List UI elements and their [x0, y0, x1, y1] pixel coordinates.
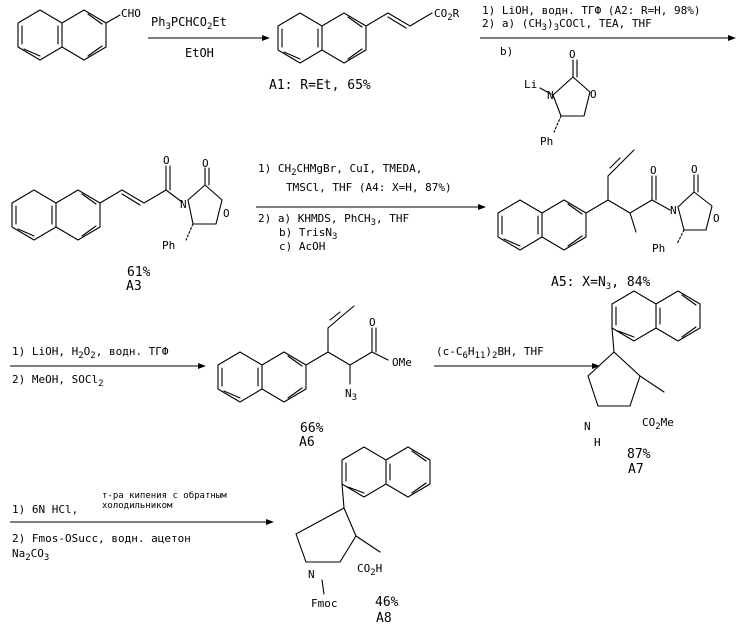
step3-line5: c) AcOH: [279, 240, 325, 253]
a3-label: A3: [126, 279, 142, 294]
a8-label: A8: [376, 611, 392, 626]
step6-condition2: холодильником: [102, 501, 173, 511]
a6-yield: 66%: [300, 421, 324, 436]
a5-n-label: N: [670, 204, 677, 217]
a8-fmoc: Fmoc: [311, 597, 338, 610]
step3-line1: 1) CH2CHMgBr, CuI, TMEDA,: [258, 162, 422, 178]
cho-label: CHO: [121, 7, 141, 20]
a6-carbonyl-o: O: [369, 316, 376, 329]
step5-arrow: [434, 363, 600, 369]
li-oxazolidinone-structure: O Li N O Ph: [524, 48, 597, 148]
a5-ring-o: O: [713, 212, 720, 225]
a7-n-label: N: [584, 420, 591, 433]
a3-ring-o: O: [223, 207, 230, 220]
step6-line1: 1) 6N HCl,: [12, 503, 78, 516]
a5-carbonyl-o: O: [650, 164, 657, 177]
a3-n-label: N: [180, 198, 187, 211]
step3-line2: TMSCl, THF (A4: X=H, 87%): [286, 181, 452, 194]
step4-line2: 2) MeOH, SOCl2: [12, 373, 104, 389]
li-label: Li: [524, 78, 537, 91]
co2r-label: CO2R: [434, 7, 460, 23]
a6-structure: O OMe N3: [218, 306, 412, 403]
oxo-o-label: O: [569, 48, 576, 61]
a8-co2h: CO2H: [357, 562, 382, 578]
a5-ring-carbonyl-o: O: [691, 163, 698, 176]
step6-line2: 2) Fmos-OSucc, водн. ацетон: [12, 532, 191, 545]
a7-co2me: CO2Me: [642, 416, 674, 432]
a7-h-label: H: [594, 436, 601, 449]
a7-label: A7: [628, 462, 644, 477]
a6-n3: N3: [345, 387, 357, 403]
a6-ome: OMe: [392, 356, 412, 369]
a6-label: A6: [299, 435, 315, 450]
a5-label: A5: X=N3, 84%: [551, 275, 651, 292]
step2-line2: 2) a) (CH3)3COCl, TEA, THF: [482, 17, 652, 33]
a3-carbonyl-o: O: [163, 154, 170, 167]
step1-reagent: Ph3PCHCO2Et: [151, 15, 227, 32]
a7-structure: N H CO2Me: [584, 291, 700, 449]
ring-o-label: O: [590, 88, 597, 101]
step1-arrow: [148, 35, 270, 41]
step4-line1: 1) LiOH, H2O2, водн. ТГФ: [12, 345, 169, 361]
a1-structure: CO2R: [278, 7, 460, 63]
step6-arrow: [10, 519, 274, 525]
a3-ph: Ph: [162, 239, 175, 252]
a8-yield: 46%: [375, 595, 399, 610]
a5-ph: Ph: [652, 242, 665, 255]
naphthaldehyde-structure: CHO: [18, 7, 141, 60]
a7-yield: 87%: [627, 447, 651, 462]
a5-structure: O O N O Ph: [498, 150, 720, 255]
a8-n-label: N: [308, 568, 315, 581]
a8-structure: N CO2H Fmoc: [296, 447, 430, 610]
step5-reagent: (c-C6H11)2BH, THF: [436, 345, 544, 361]
ph-label: Ph: [540, 135, 553, 148]
a3-structure: O O N O Ph: [12, 154, 230, 252]
step6-line3: Na2CO3: [12, 547, 49, 563]
a3-yield: 61%: [127, 265, 151, 280]
step2-arrow: [480, 35, 736, 41]
step6-condition1: т-ра кипения с обратным: [102, 490, 227, 501]
step3-arrow: [256, 204, 486, 210]
a3-ring-carbonyl-o: O: [202, 157, 209, 170]
a1-label: A1: R=Et, 65%: [269, 78, 371, 93]
step4-arrow: [10, 363, 206, 369]
step2-line3: b): [500, 45, 513, 58]
step1-solvent: EtOH: [185, 46, 214, 60]
n-label: N: [547, 89, 554, 102]
step2-line1: 1) LiOH, водн. ТГФ (А2: R=H, 98%): [482, 4, 701, 17]
